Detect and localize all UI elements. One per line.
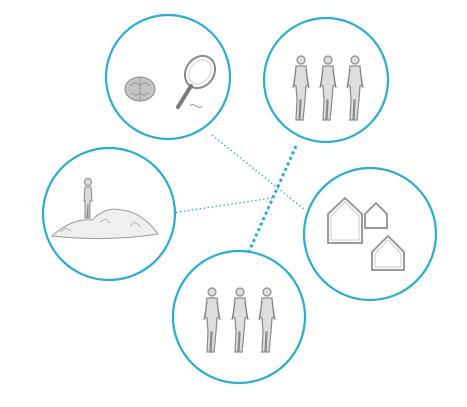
brain-icon (125, 77, 155, 101)
node-group-bottom (173, 251, 305, 383)
node-brain-magnifier (106, 15, 230, 139)
node-landscape (43, 148, 175, 280)
connector-landscape-hub (172, 198, 272, 213)
node-houses (304, 168, 436, 300)
connector-brain-houses (212, 135, 305, 210)
connector-groups (247, 146, 296, 256)
node-group-top (264, 18, 388, 142)
